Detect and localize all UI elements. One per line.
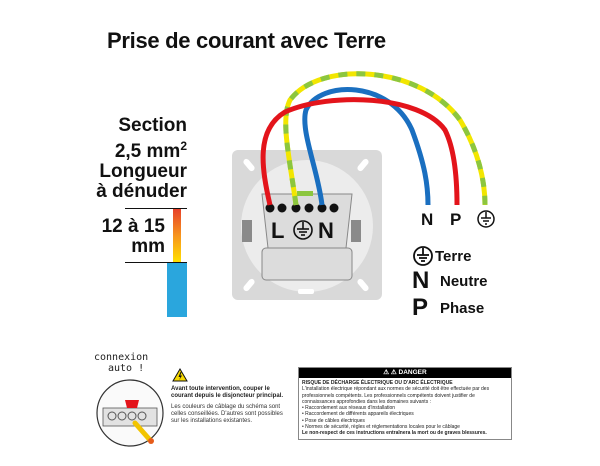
legend-item-phase: P Phase — [412, 294, 485, 321]
terminal-earth-icon — [293, 220, 313, 240]
section-value: 2,5 mm2 — [114, 139, 187, 162]
legend-item-neutre: N Neutre — [412, 267, 488, 294]
earth-icon — [413, 246, 433, 266]
danger-item: • Normes de sécurité, règles et réglemen… — [302, 424, 460, 431]
strip-length-label: Longueur à dénuder — [96, 161, 187, 202]
neutral-wire — [302, 87, 431, 206]
warning-text: Les couleurs de câblage du schéma sont c… — [171, 404, 283, 424]
danger-header: ⚠ ⚠ DANGER — [299, 368, 511, 378]
danger-title: RISQUE DE DÉCHARGE ÉLECTRIQUE OU D'ARC É… — [302, 380, 453, 386]
strip-top-line — [125, 208, 187, 209]
strip-bottom-line — [125, 262, 187, 263]
stripped-conductor — [173, 209, 181, 262]
phase-symbol: P — [412, 294, 429, 321]
phase-wire — [260, 97, 460, 206]
danger-item: • Raccordement aux réseaux d'installatio… — [302, 405, 396, 412]
section-label: Section 2,5 mm2 — [115, 116, 187, 162]
wire-end-N: N — [421, 210, 433, 229]
danger-item: • Raccordement de différents appareils é… — [302, 411, 414, 418]
auto-connection-label: connexion auto ! — [94, 352, 149, 374]
legend-item-terre: Terre — [412, 245, 488, 267]
danger-item: • Pose de câbles électriques — [302, 417, 365, 424]
danger-footer: Le non-respect de ces instructions entra… — [302, 430, 487, 437]
auto-connection-illustration — [96, 379, 164, 447]
danger-notice: ⚠ ⚠ DANGER RISQUE DE DÉCHARGE ÉLECTRIQUE… — [298, 367, 512, 440]
terminal-block: L N — [261, 191, 353, 281]
wire-end-earth-icon — [477, 210, 495, 228]
wire-end-P: P — [450, 210, 461, 229]
strip-length-value: 12 à 15 mm — [101, 216, 165, 257]
terminal-N: N — [318, 218, 334, 243]
terminal-L: L — [271, 218, 284, 243]
warning-bold-text: Avant toute intervention, couper le cour… — [171, 386, 284, 399]
legend: Terre N Neutre P Phase — [412, 245, 488, 321]
high-voltage-warning-icon — [172, 368, 188, 382]
danger-intro: L'installation électrique répondant aux … — [302, 386, 490, 405]
section-label-text: Section — [118, 115, 187, 136]
neutral-symbol: N — [412, 267, 430, 294]
wire-insulation — [167, 263, 187, 317]
page-title: Prise de courant avec Terre — [107, 28, 386, 53]
